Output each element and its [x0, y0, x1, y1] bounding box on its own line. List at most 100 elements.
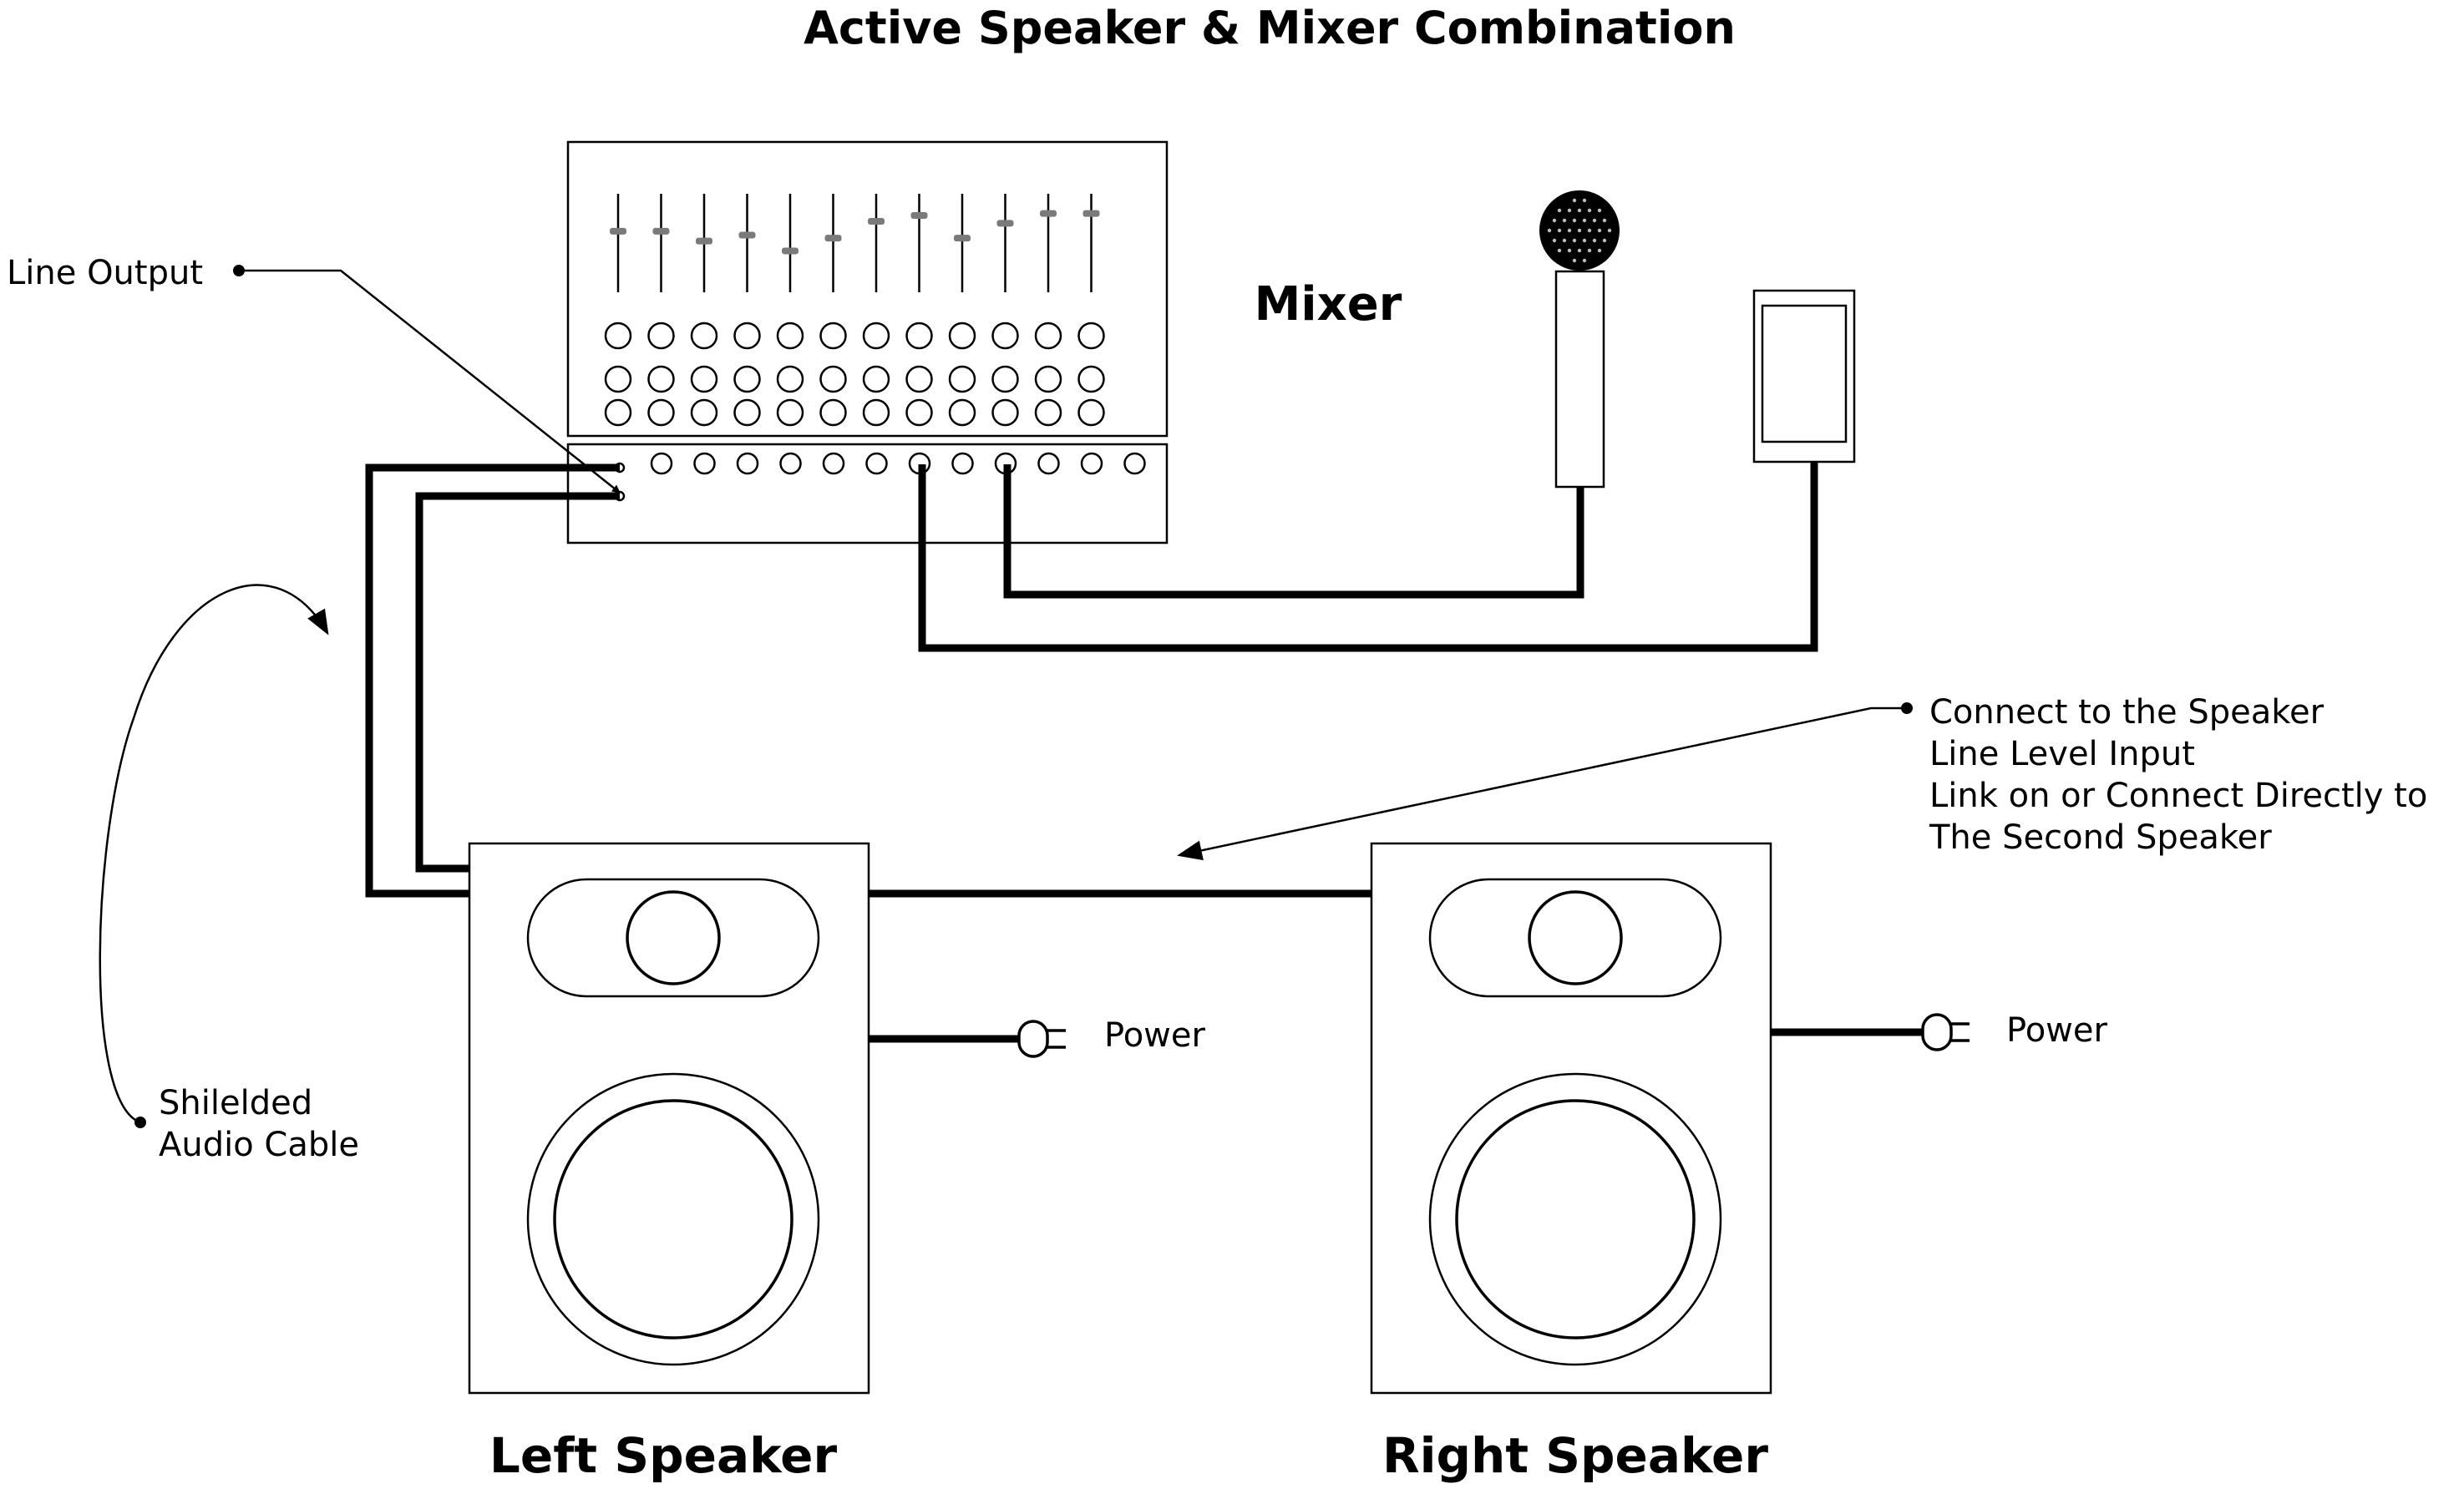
input-jack	[736, 452, 759, 475]
mixer-knob	[991, 322, 1019, 350]
fader-knob	[696, 237, 712, 245]
instrument-cable	[918, 462, 1818, 652]
left-speaker-woofer	[553, 1099, 793, 1340]
input-jack	[1123, 452, 1146, 475]
shielded-cable-callout-arc	[99, 584, 329, 1124]
connect-note-line-1: Connect to the Speaker	[1929, 693, 2325, 732]
fader-knob	[1082, 210, 1100, 217]
microphone-cable	[1003, 464, 1584, 599]
connect-note-line-2: Line Level Input	[1929, 735, 2195, 773]
mixer-knob	[604, 398, 632, 427]
mixer	[566, 140, 1169, 544]
mixer-label: Mixer	[1255, 277, 1402, 332]
connect-note-line-4: The Second Speaker	[1929, 818, 2272, 857]
grille-dot	[1567, 228, 1572, 233]
grille-dot	[1557, 228, 1562, 233]
left-speaker-label: Left Speaker	[489, 1427, 838, 1484]
grille-dot	[1597, 228, 1602, 233]
fader-knob	[782, 247, 799, 255]
shielded-cable-label: Shilelded Audio Cable	[159, 1084, 359, 1164]
grille-dot	[1587, 208, 1592, 213]
input-jack	[693, 452, 716, 475]
right-power-plug	[1771, 1013, 1970, 1051]
shielded-cable-label-line-1: Shilelded	[159, 1084, 312, 1122]
grille-dot	[1567, 248, 1572, 253]
line-output-cable-1	[365, 463, 620, 898]
mixer-knob	[690, 398, 718, 427]
fader-knob	[868, 218, 885, 225]
grille-dot	[1602, 238, 1607, 243]
left-speaker-tweeter-housing	[526, 878, 820, 998]
grille-dot	[1552, 238, 1557, 243]
shielded-cable-label-line-2: Audio Cable	[159, 1126, 359, 1164]
mixer-knob	[905, 322, 933, 350]
mixer-knob	[1034, 365, 1062, 393]
mixer-knob	[776, 322, 804, 350]
right-speaker-woofer-ring	[1428, 1072, 1722, 1366]
grille-dot	[1572, 258, 1577, 263]
grille-dot	[1577, 228, 1582, 233]
input-jack	[779, 452, 802, 475]
mixer-knob	[647, 398, 675, 427]
mixer-knob	[905, 365, 933, 393]
grille-dot	[1587, 228, 1592, 233]
instrument-box	[1752, 289, 1856, 463]
diagram-title: Active Speaker & Mixer Combination	[804, 2, 1736, 54]
mixer-knob	[1034, 322, 1062, 350]
input-jack	[951, 452, 974, 475]
grille-dot	[1602, 218, 1607, 223]
input-jack	[865, 452, 888, 475]
grille-dot	[1592, 238, 1597, 243]
mixer-knob	[604, 365, 632, 393]
grille-dot	[1562, 218, 1567, 223]
connect-note-callout-line	[1177, 707, 1907, 861]
fader-knob	[910, 211, 928, 219]
mixer-knob	[819, 322, 847, 350]
input-jack	[650, 452, 673, 475]
right-speaker-tweeter	[1528, 890, 1623, 985]
grille-dot	[1552, 218, 1557, 223]
left-power-label: Power	[1104, 1016, 1205, 1055]
left-speaker-woofer-ring	[526, 1072, 820, 1366]
mixer-knob	[690, 365, 718, 393]
mixer-knob	[991, 365, 1019, 393]
input-jack	[822, 452, 845, 475]
mixer-knob	[604, 322, 632, 350]
mixer-knob	[1077, 398, 1105, 427]
grille-dot	[1597, 208, 1602, 213]
mixer-knob	[905, 398, 933, 427]
fader-knob	[996, 220, 1014, 227]
mixer-knob	[733, 398, 761, 427]
mixer-knob	[948, 365, 976, 393]
mixer-knob	[647, 365, 675, 393]
fader-knob	[1040, 210, 1057, 217]
mixer-knob	[733, 322, 761, 350]
mixer-faders	[610, 194, 1100, 292]
grille-dot	[1582, 238, 1587, 243]
mixer-knob	[647, 322, 675, 350]
mixer-knob	[948, 322, 976, 350]
right-speaker	[1370, 842, 1772, 1395]
microphone-grille-dots	[1547, 198, 1612, 263]
mixer-knob	[862, 322, 890, 350]
connect-note: Connect to the Speaker Line Level Input …	[1929, 693, 2438, 857]
instrument-box-inner	[1761, 304, 1848, 443]
line-output-callout-line	[239, 269, 621, 494]
grille-dot	[1557, 248, 1562, 253]
input-jack	[1080, 452, 1103, 475]
mixer-knob	[776, 365, 804, 393]
grille-dot	[1557, 208, 1562, 213]
grille-dot	[1582, 218, 1587, 223]
grille-dot	[1567, 208, 1572, 213]
fader-knob	[610, 227, 626, 235]
fader-knob	[652, 227, 670, 235]
fader-knob	[824, 235, 842, 242]
mixer-knob	[991, 398, 1019, 427]
grille-dot	[1572, 238, 1577, 243]
mixer-knob	[862, 398, 890, 427]
power-plug-icon	[1017, 1020, 1049, 1058]
grille-dot	[1572, 218, 1577, 223]
mixer-knob	[690, 322, 718, 350]
right-speaker-label: Right Speaker	[1382, 1427, 1768, 1484]
